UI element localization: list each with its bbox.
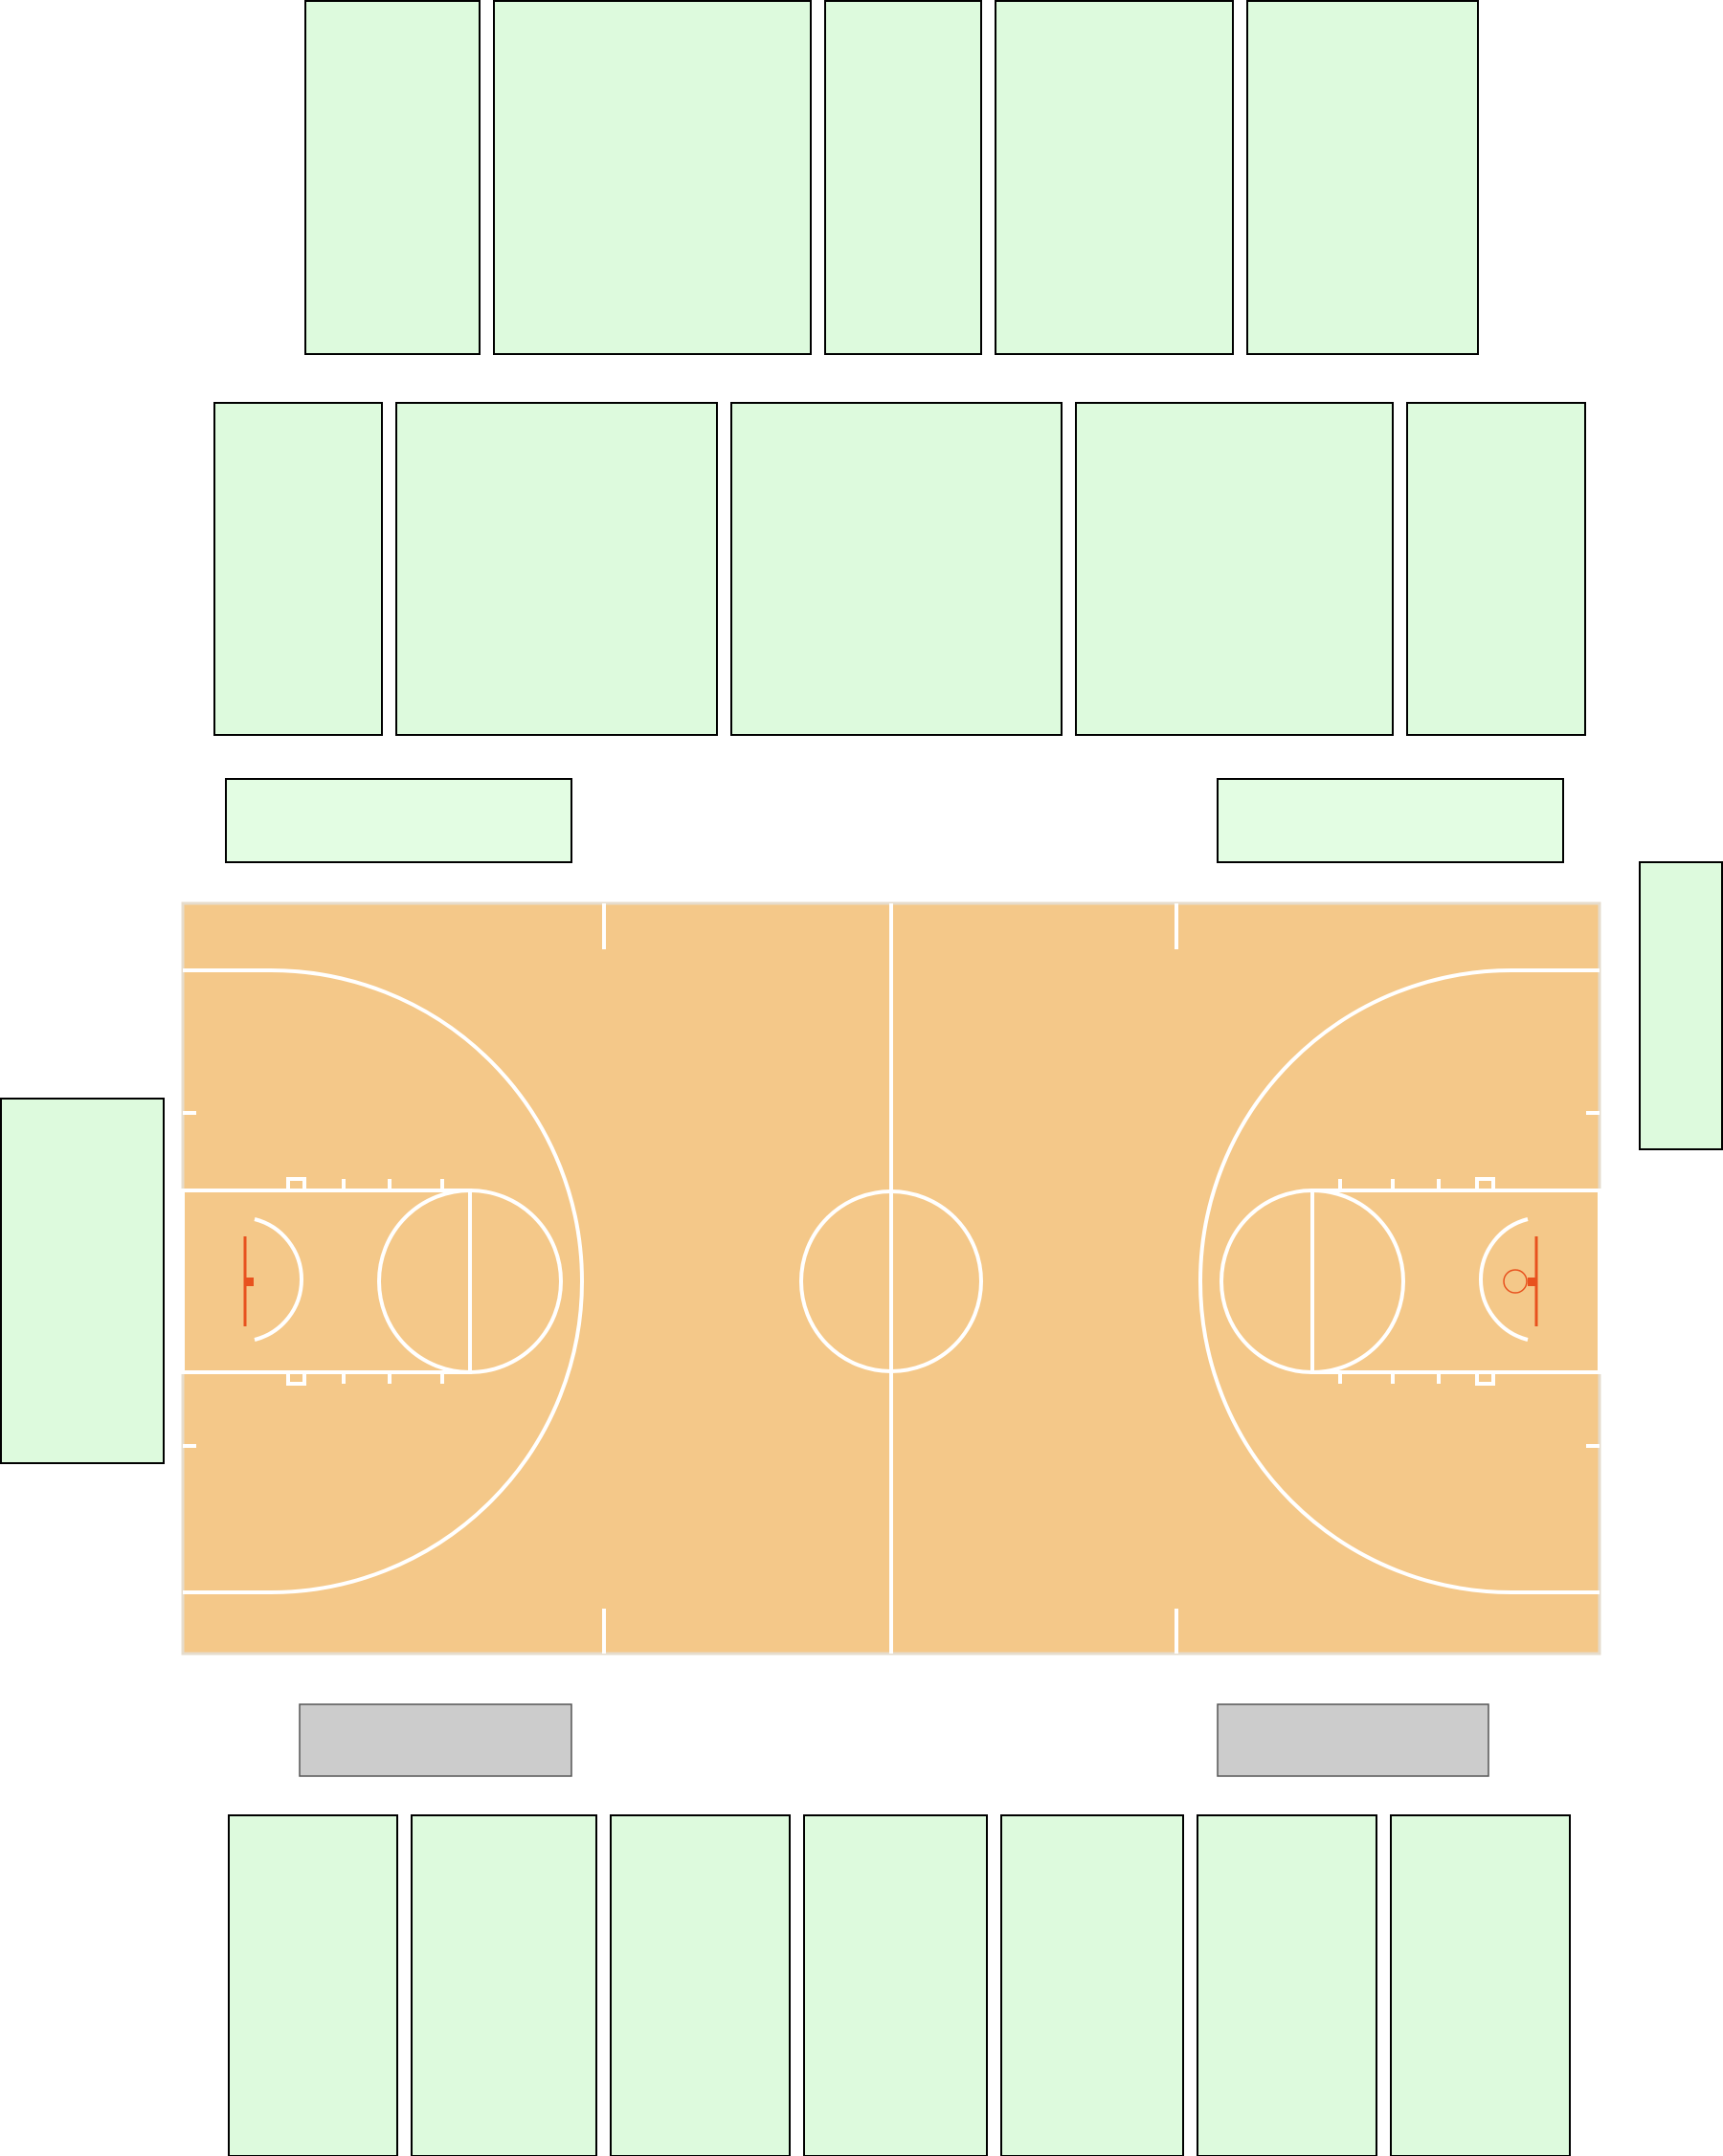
section-upper-1[interactable] — [304, 0, 481, 355]
hoop-left — [243, 1236, 254, 1326]
three-point-line-left — [183, 968, 584, 1594]
section-reserved-left — [299, 1703, 572, 1777]
lane-block — [1475, 1177, 1495, 1192]
side-sections — [0, 861, 1723, 1464]
free-throw-circle-right — [1220, 1189, 1405, 1374]
floor-sections — [225, 778, 1564, 863]
lane-block — [286, 1370, 306, 1386]
lane-block — [286, 1177, 306, 1192]
section-upper-4[interactable] — [995, 0, 1234, 355]
section-middle-5[interactable] — [1406, 402, 1586, 736]
section-bottom-6[interactable] — [1197, 1814, 1377, 2156]
hoop-right — [1503, 1236, 1538, 1326]
basketball-court — [181, 901, 1601, 1656]
rim-mount-left — [245, 1278, 254, 1286]
court-lines — [181, 903, 1601, 1654]
section-middle-1[interactable] — [213, 402, 383, 736]
section-bottom-7[interactable] — [1390, 1814, 1571, 2156]
section-middle-4[interactable] — [1075, 402, 1394, 736]
section-bottom-1[interactable] — [228, 1814, 398, 2156]
lane-block — [1475, 1370, 1495, 1386]
reserved-sections — [299, 1703, 1489, 1777]
section-upper-2[interactable] — [493, 0, 812, 355]
section-side-right[interactable] — [1639, 861, 1723, 1150]
rim-mount-right — [1528, 1278, 1536, 1286]
section-side-left[interactable] — [0, 1098, 165, 1464]
free-throw-circle-left — [377, 1189, 563, 1374]
section-bottom-5[interactable] — [1000, 1814, 1184, 2156]
section-floor-left[interactable] — [225, 778, 572, 863]
section-upper-3[interactable] — [824, 0, 982, 355]
section-reserved-right — [1217, 1703, 1489, 1777]
free-throw-lane-left — [181, 1189, 472, 1374]
restricted-arc-left — [254, 1217, 303, 1342]
middle-sections — [213, 402, 1586, 736]
restricted-arc-right — [1479, 1217, 1529, 1342]
bottom-sections — [228, 1814, 1571, 2156]
three-point-line-right — [1198, 968, 1600, 1594]
upper-sections — [304, 0, 1479, 355]
free-throw-lane-right — [1310, 1189, 1601, 1374]
center-circle — [799, 1189, 983, 1373]
section-bottom-4[interactable] — [803, 1814, 988, 2156]
section-bottom-2[interactable] — [411, 1814, 597, 2156]
rim-right — [1503, 1269, 1528, 1294]
section-bottom-3[interactable] — [610, 1814, 791, 2156]
section-middle-2[interactable] — [395, 402, 718, 736]
section-floor-right[interactable] — [1217, 778, 1564, 863]
section-upper-5[interactable] — [1246, 0, 1479, 355]
section-middle-3[interactable] — [730, 402, 1063, 736]
